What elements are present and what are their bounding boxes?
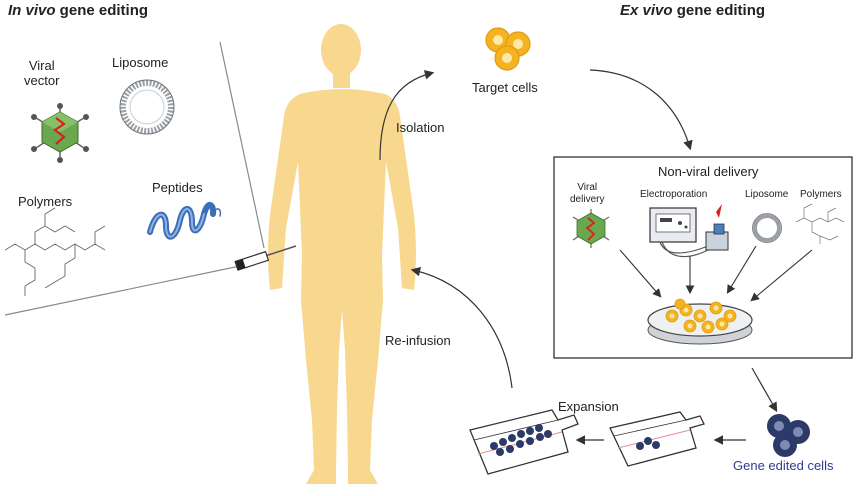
target-cells-icon [485, 27, 531, 71]
syringe-icon [234, 245, 297, 271]
target-cells-label: Target cells [472, 80, 538, 95]
culture-flask-large-icon [469, 409, 579, 475]
in-vivo-panel-lines [4, 41, 265, 316]
process-arrows [379, 69, 778, 445]
peptides-label: Peptides [152, 180, 203, 195]
gene-edited-cells-label: Gene edited cells [733, 458, 834, 473]
viral-vector-icon [31, 103, 89, 163]
re-infusion-label: Re-infusion [385, 333, 451, 348]
human-body-silhouette [268, 24, 416, 484]
polymer-small-icon [795, 203, 845, 244]
electroporation-device-icon [649, 204, 729, 258]
non-viral-delivery-title: Non-viral delivery [658, 164, 759, 179]
liposome-icon [119, 79, 175, 135]
polymers-small-label: Polymers [800, 189, 842, 200]
delivery-arrows [619, 245, 813, 302]
polymers-label: Polymers [18, 194, 73, 209]
liposome-small-icon [752, 213, 782, 243]
culture-flask-small-icon [609, 411, 705, 467]
isolation-label: Isolation [396, 120, 445, 135]
petri-dish-icon [647, 298, 753, 345]
in-vivo-header: In vivo gene editing [8, 2, 149, 19]
gene-edited-cells-icon [767, 414, 810, 457]
liposome-label: Liposome [112, 55, 169, 70]
viral-delivery-label: Viral delivery [570, 182, 605, 205]
peptide-helix-icon [147, 202, 222, 240]
liposome-small-label: Liposome [745, 189, 789, 200]
expansion-label: Expansion [558, 399, 619, 414]
electroporation-label: Electroporation [640, 189, 708, 200]
ex-vivo-header: Ex vivo gene editing [620, 2, 766, 19]
viral-delivery-icon [572, 209, 610, 248]
viral-vector-label: Viral vector [24, 58, 60, 88]
polymer-structure-icon [4, 207, 106, 296]
